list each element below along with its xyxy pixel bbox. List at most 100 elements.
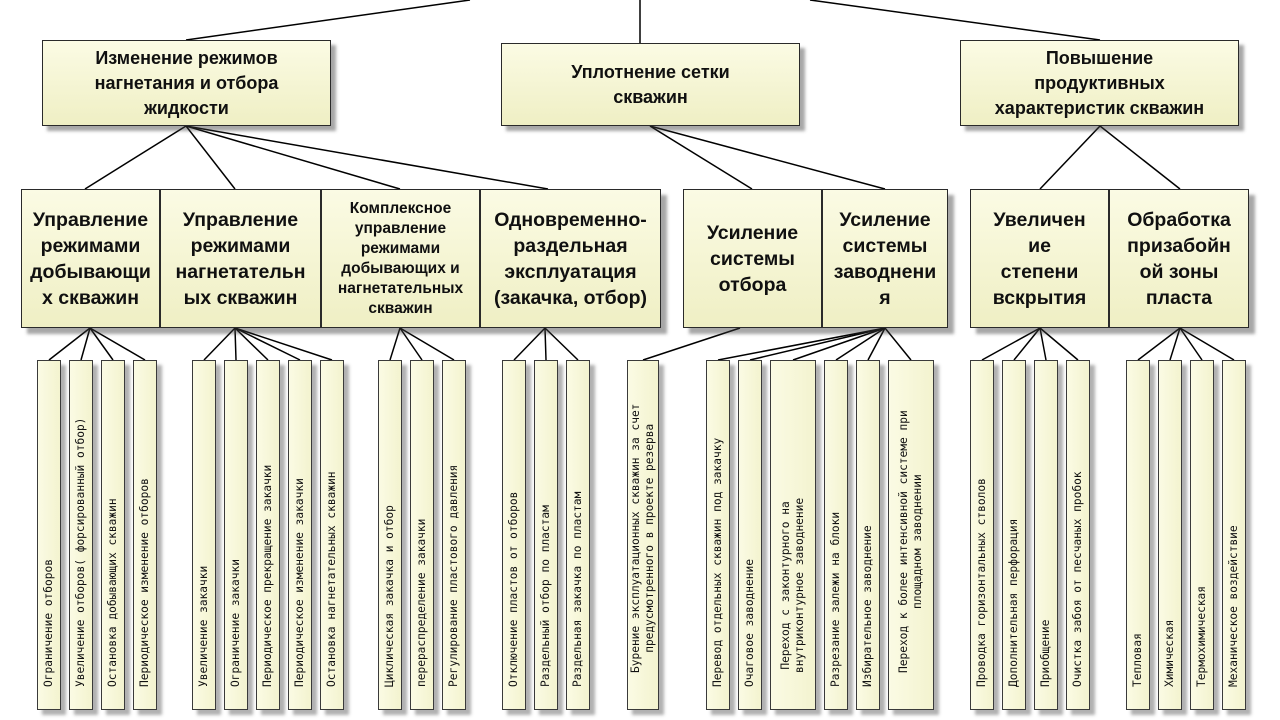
method-item-label: Периодическое изменение закачки xyxy=(293,478,306,687)
connector-line xyxy=(513,327,546,361)
method-item: перераспределение закачки xyxy=(410,360,434,710)
method-item-label: Термохимическая xyxy=(1195,585,1208,687)
connector-line xyxy=(203,327,236,361)
method-item-label: Увеличение закачки xyxy=(197,565,210,687)
connector-line xyxy=(792,327,886,361)
method-item: Приобщение xyxy=(1034,360,1058,710)
connector-line xyxy=(649,125,753,190)
method-item: Остановка нагнетательных скважин xyxy=(320,360,344,710)
method-item: Очаговое заводнение xyxy=(738,360,762,710)
connector-line xyxy=(1169,327,1181,361)
subcategory-complex-management: Комплексное управление режимами добывающ… xyxy=(321,189,480,328)
connector-line xyxy=(185,125,549,190)
subcategory-bottomhole-treatment: Обработка призабойн ой зоны пласта xyxy=(1109,189,1249,328)
connector-line xyxy=(399,327,423,361)
connector-line xyxy=(80,327,91,361)
connector-line xyxy=(1179,327,1235,361)
connector-line xyxy=(809,0,1101,41)
connector-line xyxy=(89,327,146,361)
connector-line xyxy=(234,327,301,361)
method-item: Увеличение закачки xyxy=(192,360,216,710)
method-item-label: Разрезание залежи на блоки xyxy=(829,511,842,687)
method-item: Остановка добывающих скважин xyxy=(101,360,125,710)
connector-line xyxy=(642,327,741,361)
subcategory-injection-wells: Управление режимами нагнетательн ых сква… xyxy=(160,189,321,328)
method-item-label: Тепловая xyxy=(1131,633,1144,687)
method-item-label: Периодическое изменение отборов xyxy=(138,478,151,687)
method-item: Циклическая закачка и отбор xyxy=(378,360,402,710)
method-item: Отключение пластов от отборов xyxy=(502,360,526,710)
method-item: Раздельная закачка по пластам xyxy=(566,360,590,710)
method-item: Дополнительная перфорация xyxy=(1002,360,1026,710)
method-item-label: Раздельный отбор по пластам xyxy=(539,505,552,687)
method-item-label: Остановка нагнетательных скважин xyxy=(325,471,338,687)
method-item: Тепловая xyxy=(1126,360,1150,710)
connector-line xyxy=(185,0,471,41)
connector-line xyxy=(1039,327,1079,361)
method-item-label: Периодическое прекращение закачки xyxy=(261,464,274,687)
connector-line xyxy=(89,327,114,361)
method-item-label: Проводка горизонтальных стволов xyxy=(975,478,988,687)
connector-line xyxy=(749,327,886,361)
connector-line xyxy=(185,125,401,190)
connector-line xyxy=(1137,327,1181,361)
connector-line xyxy=(234,327,269,361)
subcategory-producing-wells: Управление режимами добывающи х скважин xyxy=(21,189,160,328)
connector-line xyxy=(48,327,91,361)
connector-line xyxy=(1039,125,1101,190)
method-item-label: Ограничение отборов xyxy=(42,559,55,687)
method-item-label: Циклическая закачка и отбор xyxy=(383,505,396,687)
connector-line xyxy=(717,327,886,361)
method-item: Перевод отдельных скважин под закачку xyxy=(706,360,730,710)
subcategory-withdrawal-system: Усиление системы отбора xyxy=(683,189,822,328)
method-item-label: Увеличение отборов( форсированный отбор) xyxy=(74,417,87,687)
connector-line xyxy=(84,125,187,190)
method-item-label: Очистка забоя от песчаных пробок xyxy=(1071,471,1084,687)
connector-line xyxy=(1179,327,1203,361)
method-item: Ограничение закачки xyxy=(224,360,248,710)
category-box-well-spacing: Уплотнение сетки скважин xyxy=(501,43,800,126)
category-box-productivity: Повышение продуктивных характеристик скв… xyxy=(960,40,1239,126)
connector-line xyxy=(185,125,236,190)
connector-line xyxy=(649,125,886,190)
method-item: Регулирование пластового давления xyxy=(442,360,466,710)
connector-line xyxy=(544,327,579,361)
method-item-label: Приобщение xyxy=(1039,619,1052,687)
method-item-label: перераспределение закачки xyxy=(415,518,428,687)
subcategory-penetration-degree: Увеличен ие степени вскрытия xyxy=(970,189,1109,328)
method-item-label: Избирательное заводнение xyxy=(861,525,874,687)
subcategory-dual-completion: Одновременно- раздельная эксплуатация (з… xyxy=(480,189,661,328)
connector-line xyxy=(867,327,886,361)
connector-line xyxy=(544,327,547,361)
method-item-label: Переход с законтурного на внутриконтурно… xyxy=(779,497,806,673)
method-item: Периодическое изменение закачки xyxy=(288,360,312,710)
connector-line xyxy=(234,327,237,361)
method-item-label: Переход к более интенсивной системе при … xyxy=(897,410,924,673)
method-item: Проводка горизонтальных стволов xyxy=(970,360,994,710)
method-item: Бурение эксплуатационных скважин за счет… xyxy=(627,360,659,710)
method-item: Периодическое изменение отборов xyxy=(133,360,157,710)
method-item: Ограничение отборов xyxy=(37,360,61,710)
method-item-label: Бурение эксплуатационных скважин за счет… xyxy=(629,403,656,673)
method-item-label: Ограничение закачки xyxy=(229,559,242,687)
method-item-label: Очаговое заводнение xyxy=(743,559,756,687)
method-item-label: Отключение пластов от отборов xyxy=(507,491,520,687)
method-item: Механическое воздействие xyxy=(1222,360,1246,710)
connector-line xyxy=(1039,327,1047,361)
method-item-label: Химическая xyxy=(1163,619,1176,687)
connector-line xyxy=(884,327,912,361)
category-box-injection-modes: Изменение режимов нагнетания и отбора жи… xyxy=(42,40,331,126)
method-item-label: Раздельная закачка по пластам xyxy=(571,491,584,687)
connector-line xyxy=(399,327,455,361)
method-item: Раздельный отбор по пластам xyxy=(534,360,558,710)
connector-line xyxy=(835,327,886,361)
method-item: Очистка забоя от песчаных пробок xyxy=(1066,360,1090,710)
connector-line xyxy=(1099,125,1181,190)
connector-line xyxy=(389,327,401,361)
method-item-label: Дополнительная перфорация xyxy=(1007,518,1020,687)
method-item-label: Остановка добывающих скважин xyxy=(106,498,119,687)
connector-line xyxy=(234,327,333,361)
method-item: Переход с законтурного на внутриконтурно… xyxy=(770,360,816,710)
connector-line xyxy=(1013,327,1041,361)
